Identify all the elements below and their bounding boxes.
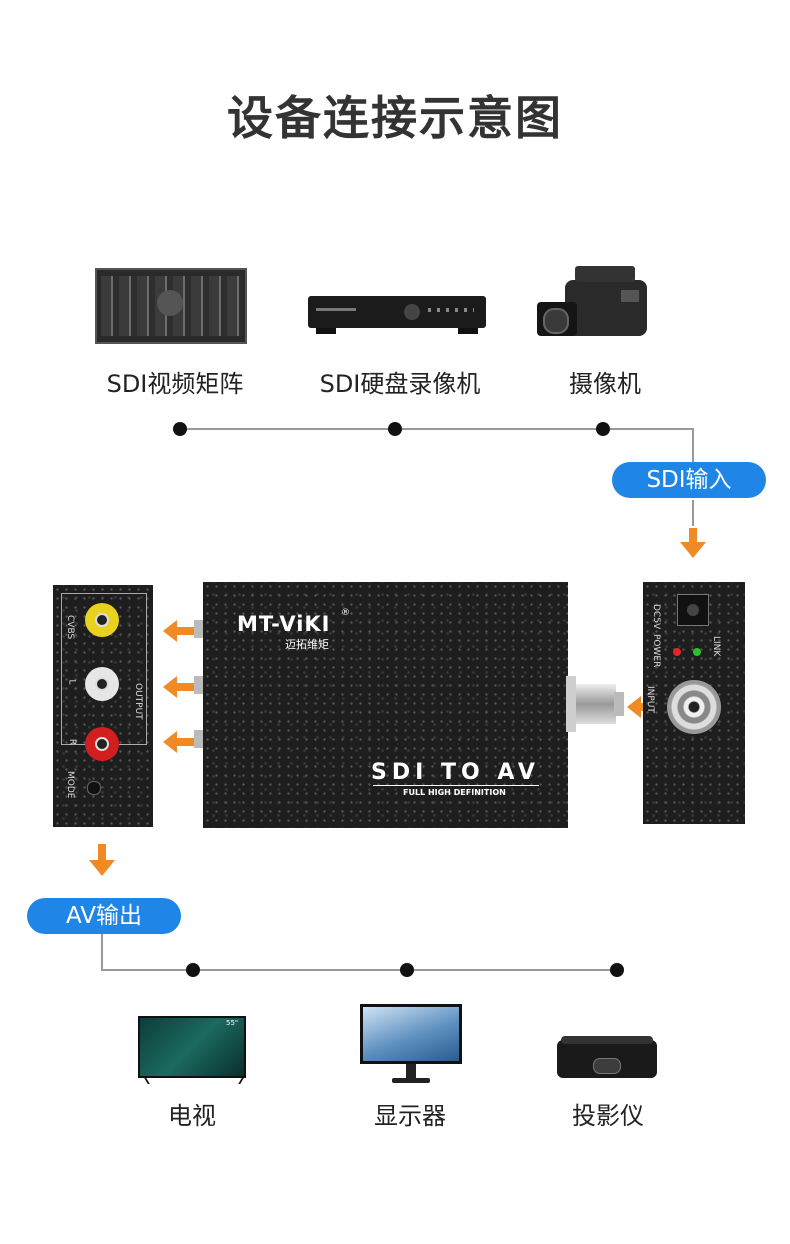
model-subtitle: FULL HIGH DEFINITION: [403, 788, 506, 797]
monitor-icon: [360, 1004, 462, 1086]
output-down-arrow-shaft: [98, 844, 106, 860]
cvbs-label: CVBS: [65, 615, 75, 640]
source-label-camcorder: 摄像机: [569, 370, 641, 398]
output-arrow-r-icon: [163, 731, 177, 753]
model-name: SDI TO AV: [371, 760, 540, 785]
bnc-input-jack: [667, 680, 721, 734]
source-label-matrix: SDI视频矩阵: [106, 370, 244, 398]
link-led-icon: [693, 648, 701, 656]
output-arrow-l-shaft: [176, 683, 194, 691]
video-matrix-icon: [95, 268, 247, 344]
brand-logo-cn: 迈拓维矩: [285, 638, 329, 651]
source-connector-line: [180, 428, 693, 430]
projector-icon: [557, 1036, 657, 1080]
output-dot-monitor: [400, 963, 414, 977]
brand-registered-mark: ®: [341, 608, 350, 618]
device-body: MT-ViKI ® 迈拓维矩 SDI TO AV FULL HIGH DEFIN…: [203, 582, 568, 828]
input-side-arrow-icon: [627, 696, 641, 718]
input-label: INPUT: [645, 686, 655, 713]
output-arrow-cvbs-icon: [163, 620, 177, 642]
output-arrow-r-shaft: [176, 738, 194, 746]
display-connector-line: [101, 969, 617, 971]
input-arrow-shaft: [689, 528, 697, 542]
input-connector-line-lower: [692, 500, 694, 526]
audio-right-label: R: [67, 738, 78, 746]
source-dot-dvr: [388, 422, 402, 436]
source-dot-matrix: [173, 422, 187, 436]
output-label: OUTPUT: [133, 681, 143, 722]
dvr-icon: [308, 296, 486, 334]
output-dot-projector: [610, 963, 624, 977]
audio-left-jack: [85, 667, 119, 701]
output-down-arrow-icon: [89, 860, 115, 876]
mode-label: MODE: [65, 771, 75, 799]
link-label: LINK: [711, 636, 721, 657]
mode-button[interactable]: [87, 781, 101, 795]
dc5v-label: DC5V: [651, 604, 661, 630]
bnc-connector: [566, 672, 626, 736]
model-underline: [373, 785, 539, 786]
output-label-projector: 投影仪: [572, 1102, 644, 1130]
power-label: POWER: [651, 634, 661, 668]
page-title: 设备连接示意图: [227, 91, 563, 145]
device-back-panel: DC5V POWER LINK INPUT: [643, 582, 745, 824]
source-label-dvr: SDI硬盘录像机: [319, 370, 481, 398]
source-dot-camcorder: [596, 422, 610, 436]
brand-logo: MT-ViKI: [237, 612, 331, 636]
input-arrow-icon: [680, 542, 706, 558]
dc-power-jack: [677, 594, 709, 626]
cvbs-jack: [85, 603, 119, 637]
tv-screen-size: 55": [226, 1019, 239, 1027]
output-dot-tv: [186, 963, 200, 977]
output-arrow-l-icon: [163, 676, 177, 698]
audio-right-jack: [85, 727, 119, 761]
output-arrow-cvbs-shaft: [176, 627, 194, 635]
output-connector-line: [101, 934, 103, 971]
audio-left-label: L: [66, 679, 77, 685]
av-output-badge: AV输出: [27, 898, 181, 934]
device-front-panel: CVBS L R OUTPUT MODE: [53, 585, 153, 827]
sdi-input-badge: SDI输入: [612, 462, 766, 498]
camcorder-icon: [535, 262, 655, 346]
input-connector-line: [692, 428, 694, 466]
output-label-monitor: 显示器: [374, 1102, 446, 1130]
power-led-icon: [673, 648, 681, 656]
output-label-tv: 电视: [168, 1102, 216, 1130]
tv-icon: 55": [138, 1016, 246, 1086]
